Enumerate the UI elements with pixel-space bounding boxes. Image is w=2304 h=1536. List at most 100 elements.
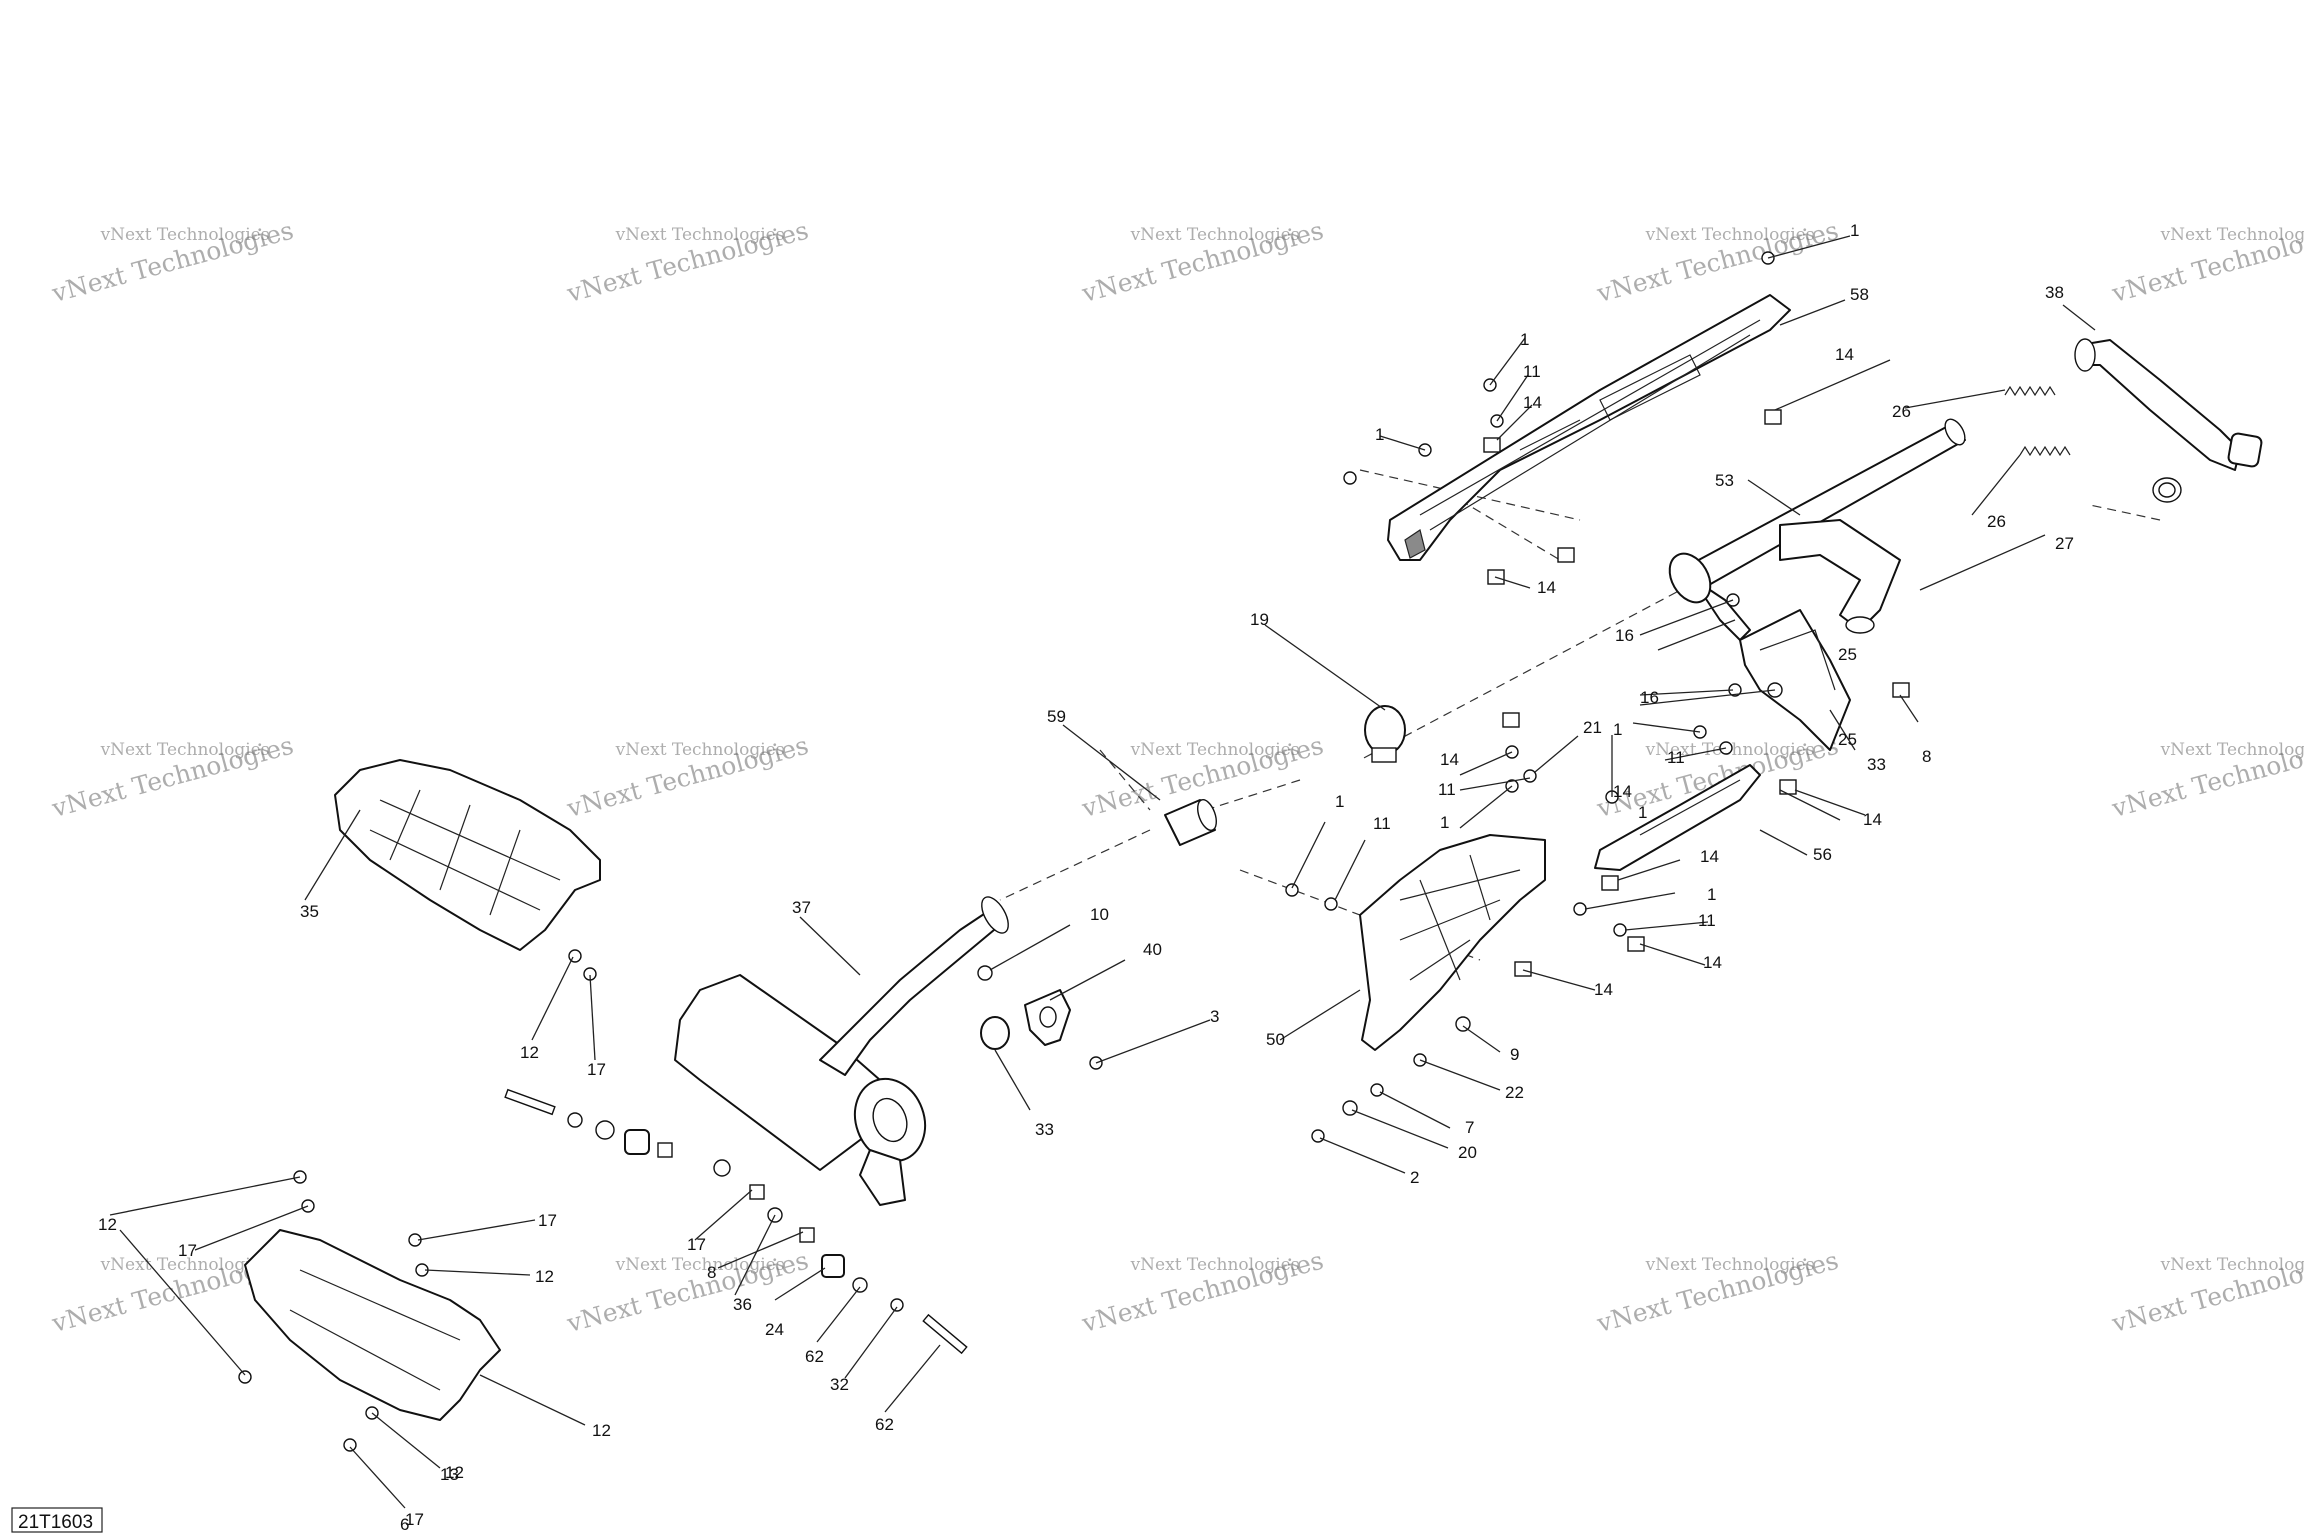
watermark-line-1: vNext Technologies [615,225,785,245]
callout-number: 56 [1813,845,1832,864]
callout-number: 17 [178,1241,197,1260]
sleeve-59 [1164,799,1217,846]
bolt-assembly-below [749,1184,968,1355]
callout-number: 11 [1373,814,1391,833]
callout-number: 19 [1250,610,1269,629]
callout-number: 38 [2045,283,2064,302]
callout-number: 17 [587,1060,606,1079]
callout-number: 17 [538,1211,557,1230]
callout-number: 62 [875,1415,894,1434]
callout-number: 36 [733,1295,752,1314]
callout-number: 14 [1440,750,1459,769]
grommet-33 [980,1016,1010,1050]
callout-number: 1 [1638,803,1647,822]
callout-number: 1 [1440,813,1449,832]
callout-number: 11 [1523,362,1541,381]
callout-number: 14 [1613,782,1632,801]
callout-number: 12 [520,1043,539,1062]
gasket-27-inner [2158,482,2176,498]
callout-number: 20 [1458,1143,1477,1162]
callout-number: 9 [1510,1045,1519,1064]
callout-number: 35 [300,902,319,921]
watermark-line-1: vNext Technologies [1645,1255,1815,1275]
callout-number: 1 [1707,885,1716,904]
callout-number: 1 [1375,425,1384,444]
callout-number: 8 [707,1263,716,1282]
callout-number: 1 [1850,221,1859,240]
alignment-lines [999,469,2161,961]
watermark-line-1: vNext Technologies [100,740,270,760]
heat-shield-36 [244,1229,501,1421]
callout-number: 59 [1047,707,1066,726]
callout-number: 3 [1210,1007,1219,1026]
callout-number: 8 [1922,747,1931,766]
callout-number: 21 [1583,718,1602,737]
reference-code: 21T1603 [18,1512,93,1533]
heat-shield-58 [1387,294,1791,561]
watermark-line-1: vNext Technologies [615,1255,785,1275]
callout-number: 11 [1438,780,1456,799]
callout-number: 50 [1266,1030,1285,1049]
callout-number: 16 [1640,688,1659,707]
watermark-line-1: vNext Technologies [1130,225,1300,245]
callout-number: 24 [765,1320,784,1339]
callout-number: 14 [1700,847,1719,866]
heat-shield-56 [1594,764,1761,871]
callout-number: 26 [1892,402,1911,421]
callout-number: 33 [1867,755,1886,774]
watermark-line-1: vNext Technologies [100,225,270,245]
callout-number: 12 [592,1421,611,1440]
callout-number: 12 [445,1463,464,1482]
callout-number: 14 [1863,810,1882,829]
watermark-line-1: vNext Technologies [1130,1255,1300,1275]
callout-number: 40 [1143,940,1162,959]
heat-shield-50 [1359,834,1546,1051]
watermark-line-1: vNext Technologies [2160,225,2304,245]
callout-number: 14 [1594,980,1613,999]
callout-number: 6 [400,1515,409,1534]
muffler-37 [674,896,1009,1206]
callout-number: 10 [1090,905,1109,924]
callout-number: 22 [1505,1083,1524,1102]
heat-shield-35 [334,759,601,951]
callout-number: 17 [687,1235,706,1254]
callout-number: 16 [1615,626,1634,645]
callout-number: 17 [405,1510,424,1529]
clamp-19 [1364,705,1406,763]
callout-number: 1 [1520,330,1529,349]
watermark-line-1: vNext Technologies [100,1255,270,1275]
callout-number: 25 [1838,645,1857,664]
leader-lines [109,235,2096,1509]
callout-number: 14 [1523,393,1542,412]
watermark-line-1: vNext Technologies [2160,1255,2304,1275]
springs-26 [2004,385,2071,457]
callout-number: 11 [1667,748,1685,767]
callout-number: 12 [535,1267,554,1286]
watermark-line-1: vNext Technologies [615,740,785,760]
callout-number: 11 [1698,911,1716,930]
callout-number: 33 [1035,1120,1054,1139]
callout-number: 14 [1703,953,1722,972]
callout-number: 12 [98,1215,117,1234]
exhaust-pipe-38 [2074,338,2263,471]
bracket-40 [1024,989,1071,1046]
callout-number: 1 [1613,720,1622,739]
watermark-line-1: vNext Technologies [2160,740,2304,760]
bolt-assembly-left [504,1088,731,1177]
callout-number: 25 [1838,730,1857,749]
callout-number: 58 [1850,285,1869,304]
heat-shield-33 [1739,609,1851,751]
callout-number: 14 [1537,578,1556,597]
